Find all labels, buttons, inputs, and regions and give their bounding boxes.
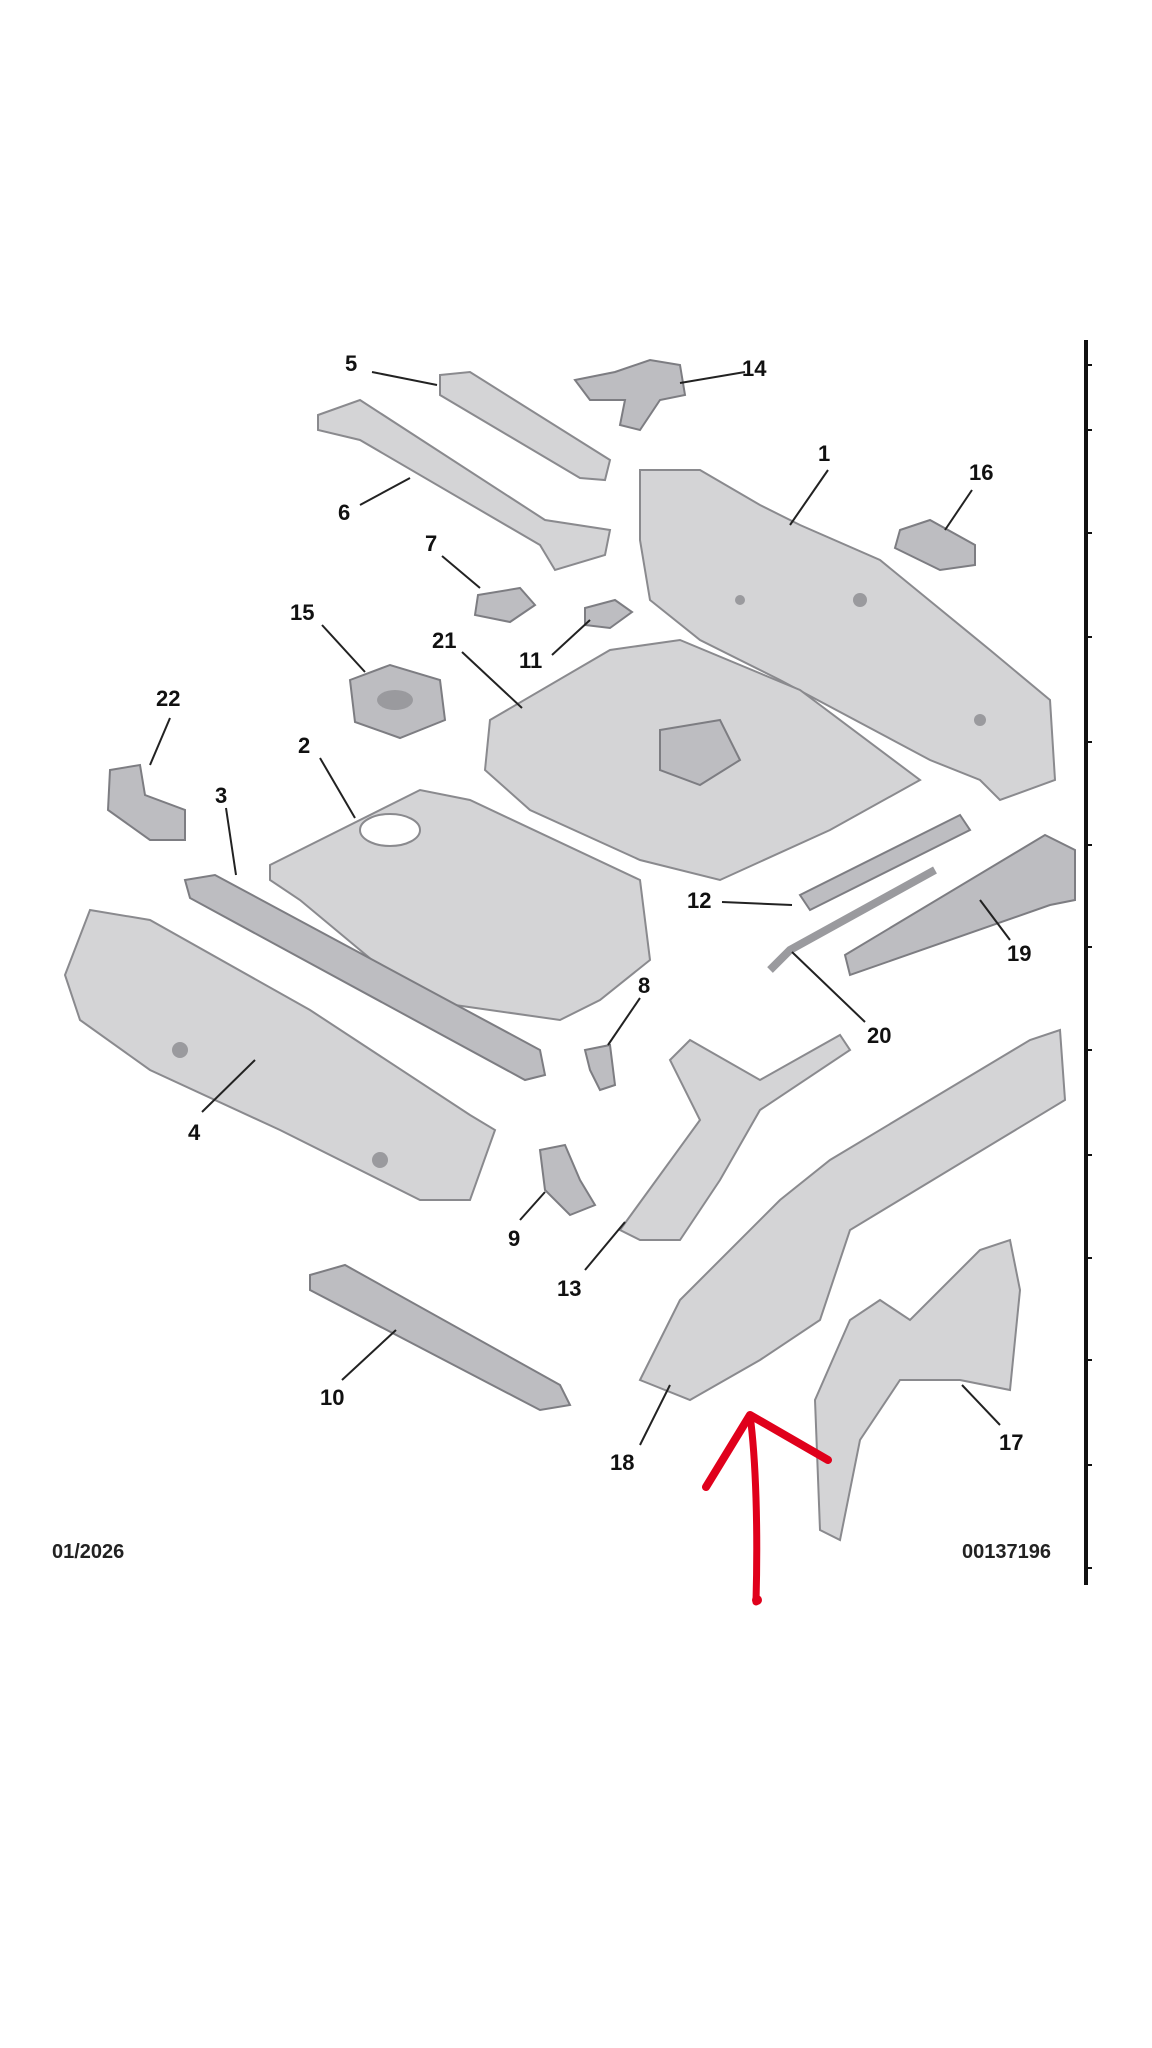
part-5 <box>439 370 612 482</box>
leader-lines <box>149 371 1011 1446</box>
part-15 <box>348 663 447 740</box>
diagram-reference: 00137196 <box>962 1541 1051 1563</box>
part-18 <box>638 1028 1067 1402</box>
callout-21: 21 <box>432 628 456 653</box>
part-21 <box>483 638 922 882</box>
callout-1: 1 <box>818 441 830 466</box>
part-8 <box>583 1043 617 1092</box>
part-19 <box>843 833 1076 977</box>
callout-19: 19 <box>1007 941 1031 966</box>
callout-9: 9 <box>508 1226 520 1251</box>
callout-17: 17 <box>999 1430 1023 1455</box>
part-1 <box>639 469 1057 802</box>
part-7 <box>473 586 537 624</box>
part-4 <box>63 908 497 1201</box>
callout-22: 22 <box>156 686 180 711</box>
part-16 <box>893 518 976 572</box>
part-17 <box>813 1238 1022 1542</box>
callout-20: 20 <box>867 1023 891 1048</box>
callout-labels: 1 2 3 4 5 6 7 8 9 10 11 12 13 14 15 16 1… <box>156 351 1031 1475</box>
callout-13: 13 <box>557 1276 581 1301</box>
part-13 <box>618 1033 852 1241</box>
part-20 <box>767 866 937 973</box>
callout-11: 11 <box>519 648 542 673</box>
red-arrow-annotation <box>702 1411 832 1606</box>
callout-18: 18 <box>610 1450 634 1475</box>
part-6 <box>317 398 612 572</box>
callout-6: 6 <box>338 500 350 525</box>
part-22 <box>106 763 186 841</box>
callout-2: 2 <box>298 733 310 758</box>
callout-16: 16 <box>969 460 993 485</box>
part-11 <box>584 598 634 630</box>
part-10 <box>309 1263 572 1412</box>
callout-15: 15 <box>290 600 314 625</box>
part-12 <box>798 813 972 912</box>
callout-7: 7 <box>425 531 437 556</box>
callout-12: 12 <box>687 888 711 913</box>
part-3 <box>183 873 547 1082</box>
callout-8: 8 <box>638 973 650 998</box>
part-14 <box>573 358 687 432</box>
callout-3: 3 <box>215 783 227 808</box>
frame-border <box>1084 340 1092 1585</box>
callout-14: 14 <box>742 356 767 381</box>
diagram-date: 01/2026 <box>52 1541 124 1563</box>
part-2 <box>269 788 652 1022</box>
callout-5: 5 <box>345 351 357 376</box>
part-9 <box>538 1143 597 1217</box>
callout-4: 4 <box>188 1120 201 1145</box>
callout-10: 10 <box>320 1385 344 1410</box>
